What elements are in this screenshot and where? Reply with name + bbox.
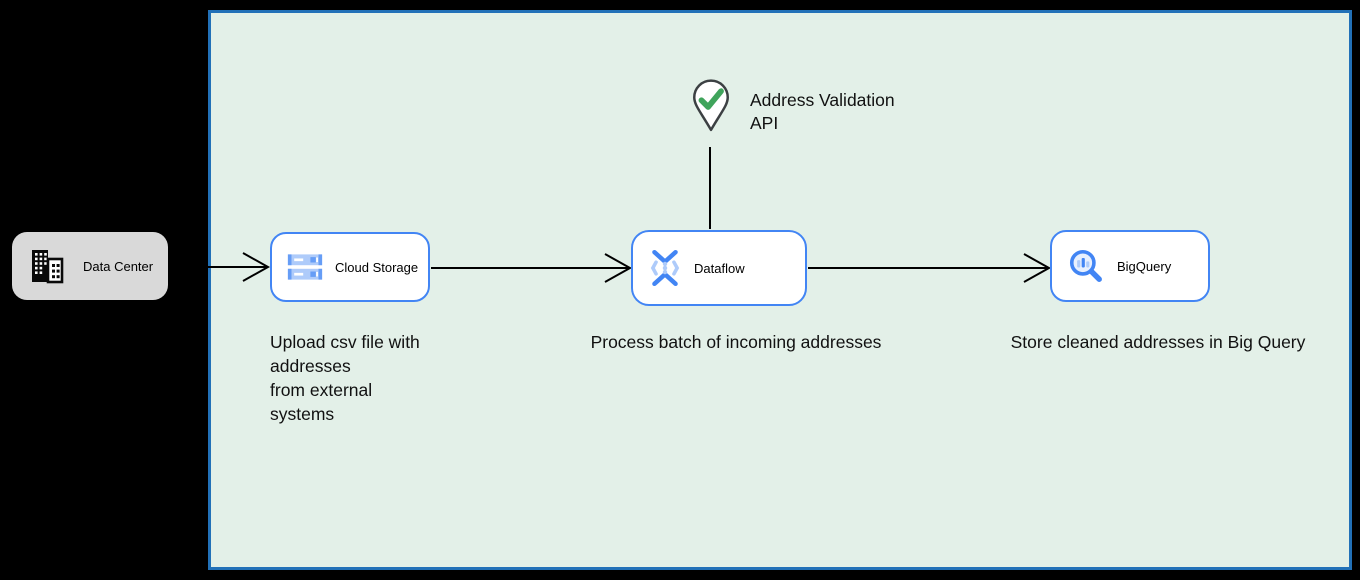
node-bigquery[interactable]: BigQuery: [1050, 230, 1210, 302]
node-cloud-storage[interactable]: Cloud Storage: [270, 232, 430, 302]
caption-store-cleaned: Store cleaned addresses in Big Query: [1010, 332, 1306, 352]
building-icon: [32, 250, 64, 284]
bigquery-magnifier-icon: [1069, 249, 1102, 282]
map-pin-check-icon[interactable]: [689, 78, 733, 134]
dataflow-icon: [650, 249, 680, 287]
node-label: Cloud Storage: [335, 259, 419, 275]
node-label: Dataflow: [694, 260, 745, 276]
address-validation-api-label: Address Validation API: [750, 90, 895, 133]
node-data-center[interactable]: Data Center: [12, 232, 168, 300]
node-label: BigQuery: [1117, 258, 1172, 274]
node-dataflow[interactable]: Dataflow: [631, 230, 807, 306]
caption-upload-csv: Upload csv file with addresses from exte…: [270, 332, 420, 424]
node-label: Data Center: [83, 258, 154, 274]
caption-process-batch: Process batch of incoming addresses: [590, 332, 882, 352]
cloud-storage-icon: [287, 254, 323, 280]
